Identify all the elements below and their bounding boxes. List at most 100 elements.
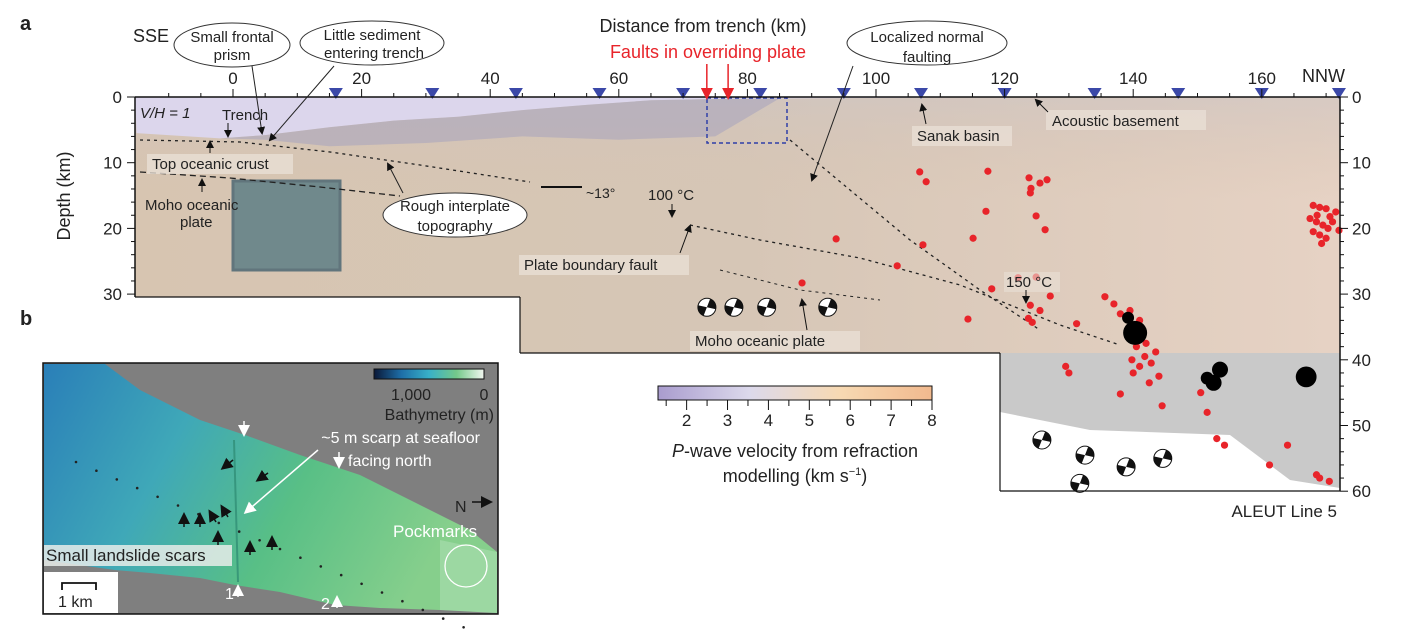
scale-bar bbox=[61, 582, 97, 590]
beachball-icon bbox=[1032, 430, 1052, 450]
earthquake-dot bbox=[1155, 372, 1163, 380]
label-bg bbox=[1046, 110, 1206, 130]
trench-label: Trench bbox=[222, 107, 268, 124]
earthquake-dot bbox=[1046, 292, 1054, 300]
beachball-quadrant bbox=[766, 298, 776, 310]
colorbar-tick-label: 6 bbox=[845, 411, 854, 430]
beachball-icon bbox=[1153, 448, 1173, 468]
earthquake-dot bbox=[1322, 234, 1330, 242]
earthquake-dot bbox=[1324, 224, 1332, 232]
label-bg bbox=[690, 331, 860, 351]
x-tick-label: 80 bbox=[738, 69, 757, 88]
track-dot bbox=[299, 556, 302, 559]
colorbar-title-rest: -wave velocity from refraction bbox=[684, 441, 918, 461]
earthquake-dot bbox=[1142, 339, 1150, 347]
panel-a: a SSE NNW Distance from trench (km) Faul… bbox=[20, 13, 1371, 521]
station-triangle-icon bbox=[592, 88, 607, 99]
earthquake-dot bbox=[1145, 379, 1153, 387]
vh-ratio-label: V/H = 1 bbox=[140, 105, 190, 122]
callout-text: prism bbox=[214, 47, 251, 64]
earthquake-dot bbox=[1132, 343, 1141, 351]
sanak-basin-label: Sanak basin bbox=[917, 128, 1000, 145]
earthquake-dot bbox=[1073, 320, 1081, 328]
colorbar-title-line2: modelling (km s−1) bbox=[723, 466, 868, 486]
earthquake-dot bbox=[1028, 318, 1036, 326]
y-tick-label: 0 bbox=[1352, 88, 1361, 107]
ship-track bbox=[74, 460, 465, 629]
earthquake-dot bbox=[1203, 408, 1211, 416]
focal-mechanisms bbox=[697, 297, 1173, 493]
x-tick-label: 20 bbox=[352, 69, 371, 88]
beachball-quadrant bbox=[1070, 481, 1080, 492]
pockmarks-circle bbox=[444, 544, 488, 588]
label-arrow bbox=[919, 103, 928, 125]
beachball-quadrant bbox=[1126, 458, 1136, 469]
beachball-quadrant bbox=[1116, 464, 1127, 476]
landslide-arrows bbox=[178, 457, 278, 555]
x-tick-label: 140 bbox=[1119, 69, 1147, 88]
beachball-quadrant bbox=[1041, 431, 1052, 442]
bathymetry-tick: 0 bbox=[480, 387, 489, 404]
moho-label: Moho oceanic bbox=[145, 197, 239, 214]
earthquake-dot bbox=[893, 262, 901, 270]
callout-text: faulting bbox=[903, 49, 951, 66]
beachball-icon bbox=[1116, 457, 1136, 477]
track-dot bbox=[339, 573, 343, 577]
callout-text: topography bbox=[417, 218, 493, 235]
bathymetry-tick: 1,000 bbox=[391, 387, 431, 404]
earthquake-dot bbox=[1036, 179, 1044, 187]
large-earthquakes bbox=[1122, 311, 1317, 391]
direction-sse: SSE bbox=[133, 26, 169, 46]
beachball-icon bbox=[697, 297, 717, 317]
earthquake-dot bbox=[1306, 214, 1314, 223]
callout-little-sediment bbox=[299, 20, 445, 66]
scarp-label: ~5 m scarp at seafloor bbox=[321, 430, 480, 447]
earthquake-dot bbox=[1041, 226, 1049, 234]
label-bg bbox=[1004, 272, 1060, 292]
track-dot bbox=[135, 486, 139, 490]
beachball-quadrant bbox=[1075, 453, 1085, 464]
pockmarks-label: Pockmarks bbox=[393, 522, 477, 541]
panel-label-b: b bbox=[20, 308, 32, 330]
earthquake-dot bbox=[1317, 239, 1326, 248]
colorbar-tick-label: 3 bbox=[723, 411, 732, 430]
earthquake-dot bbox=[1322, 205, 1330, 213]
earthquake-dot bbox=[1309, 201, 1317, 210]
earthquake-dot bbox=[984, 167, 992, 175]
station-triangle-icon bbox=[914, 88, 929, 99]
y-tick-label: 10 bbox=[1352, 154, 1371, 173]
scale-bar-box bbox=[44, 572, 118, 613]
bathymetry-title: Bathymetry (m) bbox=[385, 407, 494, 424]
beachball-quadrant bbox=[818, 305, 828, 316]
beachball-icon bbox=[757, 297, 777, 317]
plate-boundary-fault-line bbox=[689, 224, 1121, 346]
earthquake-dot bbox=[1043, 176, 1051, 184]
track-dot bbox=[156, 495, 159, 499]
temperature-150-label: 150 °C bbox=[1006, 274, 1052, 291]
beachball-icon bbox=[724, 297, 744, 317]
large-earthquake bbox=[1200, 371, 1214, 385]
earthquake-dot bbox=[1147, 359, 1155, 367]
earthquake-dot bbox=[988, 285, 996, 293]
earthquake-dot bbox=[982, 207, 990, 215]
large-earthquake bbox=[1295, 366, 1317, 388]
callout-text: Little sediment bbox=[324, 27, 422, 44]
beachball-quadrant bbox=[1084, 446, 1095, 458]
earthquake-dot bbox=[1283, 441, 1292, 449]
earthquake-dot bbox=[1136, 362, 1144, 370]
scarp-arrow bbox=[243, 449, 319, 514]
track-dot bbox=[115, 478, 119, 481]
beachball-icon bbox=[1070, 473, 1090, 493]
track-dot bbox=[258, 539, 261, 542]
label-bg bbox=[147, 154, 293, 174]
beachball-quadrant bbox=[757, 305, 767, 316]
panel-label-a: a bbox=[20, 13, 32, 35]
x-tick-label: 60 bbox=[609, 69, 628, 88]
callout-arrow bbox=[268, 65, 335, 142]
callout-arrow bbox=[810, 65, 854, 182]
callout-small-frontal-prism bbox=[173, 22, 291, 68]
fault-arrows bbox=[700, 64, 735, 100]
earthquake-dot bbox=[1116, 390, 1124, 398]
earthquake-dot bbox=[1025, 174, 1033, 182]
